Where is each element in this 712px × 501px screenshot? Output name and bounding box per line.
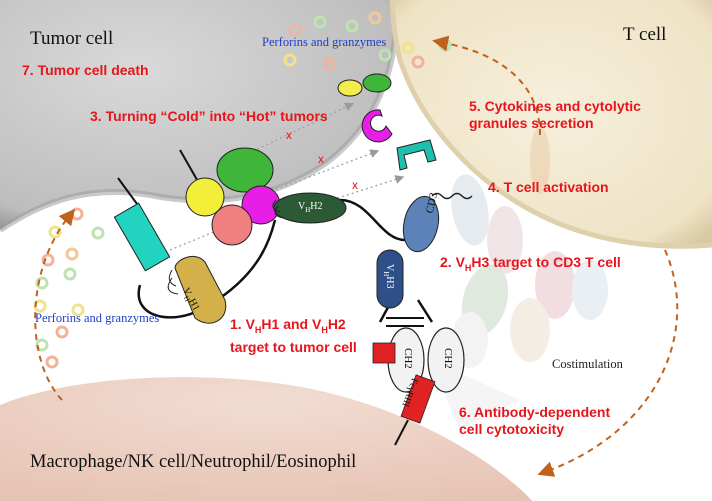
vhh2-label: VHH2 — [298, 201, 323, 214]
granules-left — [33, 207, 105, 369]
arrow-tcell-cycle — [432, 35, 541, 136]
step-1-label: 1. VHH1 and VHH2 target to tumor cell — [230, 316, 357, 356]
arrow-left-cycle — [34, 208, 76, 401]
costimulation-label: Costimulation — [552, 357, 623, 371]
step-2-label: 2. VHH3 target to CD3 T cell — [440, 254, 621, 277]
vhh1-domain-shape — [167, 256, 227, 324]
inhibition-mark-1: x — [286, 128, 292, 142]
t-cell — [392, 0, 712, 247]
ch2-right-label: CH2 — [442, 348, 454, 369]
step-6-line1: 6. Antibody-dependent — [459, 404, 611, 420]
step-1-line2: target to tumor cell — [230, 338, 357, 355]
cytokine-teal — [396, 139, 437, 171]
step-7-label: 7. Tumor cell death — [22, 62, 149, 78]
ch2-left-label: CH2 — [402, 348, 414, 369]
vhh2-cdr — [272, 199, 285, 219]
step-5-line2: granules secretion — [469, 115, 594, 131]
granule-label-top: Perforins and granzymes — [262, 35, 387, 49]
step-6-label: 6. Antibody-dependent cell cytotoxicity — [459, 404, 610, 438]
step-3-label: 3. Turning “Cold” into “Hot” tumors — [90, 108, 328, 124]
step-2-pre: 2. V — [440, 254, 465, 270]
step-2-sub: H — [464, 262, 472, 273]
fcgr3-receptor — [372, 342, 436, 446]
tumor-cell-label: Tumor cell — [30, 28, 114, 49]
effector-cell-label: Macrophage/NK cell/Neutrophil/Eosinophil — [30, 452, 357, 472]
inhibition-mark-3: x — [352, 178, 358, 192]
step-2-post: H3 target to CD3 T cell — [471, 254, 621, 270]
tumor-antigen-cluster — [179, 147, 281, 246]
cd3-receptor — [402, 192, 473, 253]
t-cell-label: T cell — [623, 24, 667, 45]
arrow-right-cycle — [537, 249, 679, 477]
step-5-label: 5. Cytokines and cytolytic granules secr… — [469, 98, 641, 132]
t-cell-membrane — [389, 0, 712, 249]
ch2-right-shape — [427, 327, 465, 393]
vhh3-domain-shape — [376, 249, 404, 309]
step-4-label: 4. T cell activation — [488, 179, 609, 195]
inhibition-mark-2: x — [318, 152, 324, 166]
step-6-line2: cell cytotoxicity — [459, 421, 565, 437]
vhh3-label: VHH3 — [382, 264, 395, 289]
tumor-cell — [0, 0, 396, 230]
granule-label-left: Perforins and granzymes — [35, 311, 160, 325]
effector-cell — [0, 377, 532, 501]
step-5-line1: 5. Cytokines and cytolytic — [469, 98, 641, 114]
tumor-antigen-left — [113, 177, 171, 272]
cytokine-yellow-green — [337, 73, 392, 97]
step-1-line1: 1. VHH1 and VHH2 — [230, 316, 346, 335]
cytokine-magenta — [361, 109, 393, 143]
